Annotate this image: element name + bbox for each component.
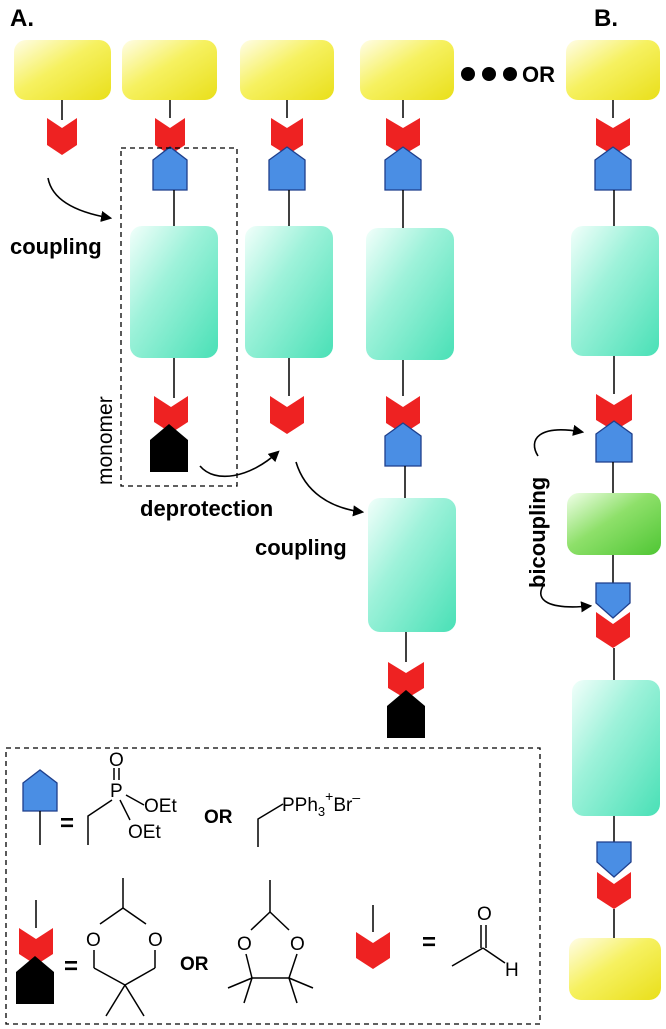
legend-equals-1: = xyxy=(60,810,74,837)
deprotection-arrow xyxy=(199,450,280,478)
coupling-label-2: coupling xyxy=(255,535,347,560)
monomer-block xyxy=(572,680,660,816)
aldehyde-h: H xyxy=(505,960,519,981)
phosphonate-group xyxy=(384,146,422,191)
phosphonium-anion-sup: – xyxy=(352,789,360,805)
phosphonium-pph: PPh xyxy=(282,795,318,816)
aldehyde-group xyxy=(271,118,303,155)
legend-acetal-symbol xyxy=(16,956,54,1004)
phosphonium-structure: PPh3+Br– xyxy=(257,788,360,847)
legend-or-2: OR xyxy=(180,954,209,975)
support-bead xyxy=(240,40,334,100)
acetal-protecting-group xyxy=(387,690,425,738)
support-bead xyxy=(360,40,454,100)
legend-equals-2: = xyxy=(64,953,78,980)
aldehyde-group xyxy=(386,118,420,155)
group-oet-2: OEt xyxy=(128,822,161,843)
aldehyde-group xyxy=(596,394,632,431)
aldehyde-o: O xyxy=(477,904,492,925)
dioxane-structure: O O xyxy=(86,878,163,1017)
group-oet-1: OEt xyxy=(144,796,177,817)
monomer-block xyxy=(130,226,218,358)
phosphonate-group xyxy=(268,146,306,191)
aldehyde-group xyxy=(270,396,304,434)
coupling-label-1: coupling xyxy=(10,234,102,259)
aldehyde-group xyxy=(596,118,630,155)
phosphonium-sup: + xyxy=(325,788,333,804)
coupling-arrow-2 xyxy=(295,461,365,517)
legend-box xyxy=(5,747,541,1025)
bicoupling-arrow-top xyxy=(533,424,585,457)
dioxane-o2: O xyxy=(148,930,163,951)
monomer-block xyxy=(366,228,454,360)
protected-aldehyde-group xyxy=(154,396,188,433)
bicoupling-core-block xyxy=(567,493,661,555)
protected-aldehyde-group xyxy=(388,662,424,699)
aldehyde-group xyxy=(47,118,77,155)
phosphonium-anion: Br xyxy=(333,795,353,816)
atom-p: P xyxy=(110,781,123,802)
legend-phosphonate-symbol xyxy=(22,769,58,812)
monomer-block xyxy=(571,226,659,356)
monomer-box xyxy=(120,147,238,487)
phosphonate-structure: P O OEt OEt xyxy=(87,750,177,845)
support-bead xyxy=(569,938,661,1000)
legend-or-1: OR xyxy=(204,807,233,828)
panel-b-label: B. xyxy=(594,5,618,32)
support-bead xyxy=(122,40,217,100)
ellipsis-dot xyxy=(503,67,517,81)
aldehyde-group xyxy=(596,612,630,648)
ellipsis-dot xyxy=(461,67,475,81)
phosphonate-group xyxy=(384,422,422,467)
phosphonium-formula: PPh3+Br– xyxy=(282,788,360,819)
ellipsis-dot xyxy=(482,67,496,81)
aldehyde-group xyxy=(155,118,185,155)
monomer-label: monomer xyxy=(94,396,117,485)
support-bead xyxy=(566,40,660,100)
aldehyde-structure: O H xyxy=(451,904,519,981)
coupling-arrow-1 xyxy=(47,177,113,223)
phosphonate-group xyxy=(595,582,631,619)
phosphonate-group xyxy=(152,146,188,191)
atom-o: O xyxy=(109,750,124,771)
phosphonium-sub: 3 xyxy=(318,804,325,819)
phosphonate-group xyxy=(594,146,632,191)
bicoupling-label: bicoupling xyxy=(525,477,550,588)
dioxolane-o1: O xyxy=(237,934,252,955)
phosphonate-group xyxy=(595,420,633,463)
aldehyde-group xyxy=(386,396,420,434)
legend-aldehyde-symbol xyxy=(356,932,390,969)
monomer-block xyxy=(368,498,456,632)
acetal-protecting-group xyxy=(150,424,188,472)
dioxolane-o2: O xyxy=(290,934,305,955)
panel-a-label: A. xyxy=(10,5,34,32)
dioxolane-structure: O O xyxy=(227,880,314,1004)
legend-equals-3: = xyxy=(422,929,436,956)
aldehyde-group xyxy=(597,872,631,909)
dioxane-o1: O xyxy=(86,930,101,951)
support-bead xyxy=(14,40,111,100)
monomer-block xyxy=(245,226,333,358)
legend-protected-aldehyde-symbol xyxy=(19,928,53,965)
deprotection-label: deprotection xyxy=(140,496,273,521)
or-label-top: OR xyxy=(522,62,555,87)
phosphonate-group xyxy=(596,841,632,878)
bicoupling-arrow-bottom xyxy=(540,585,593,613)
